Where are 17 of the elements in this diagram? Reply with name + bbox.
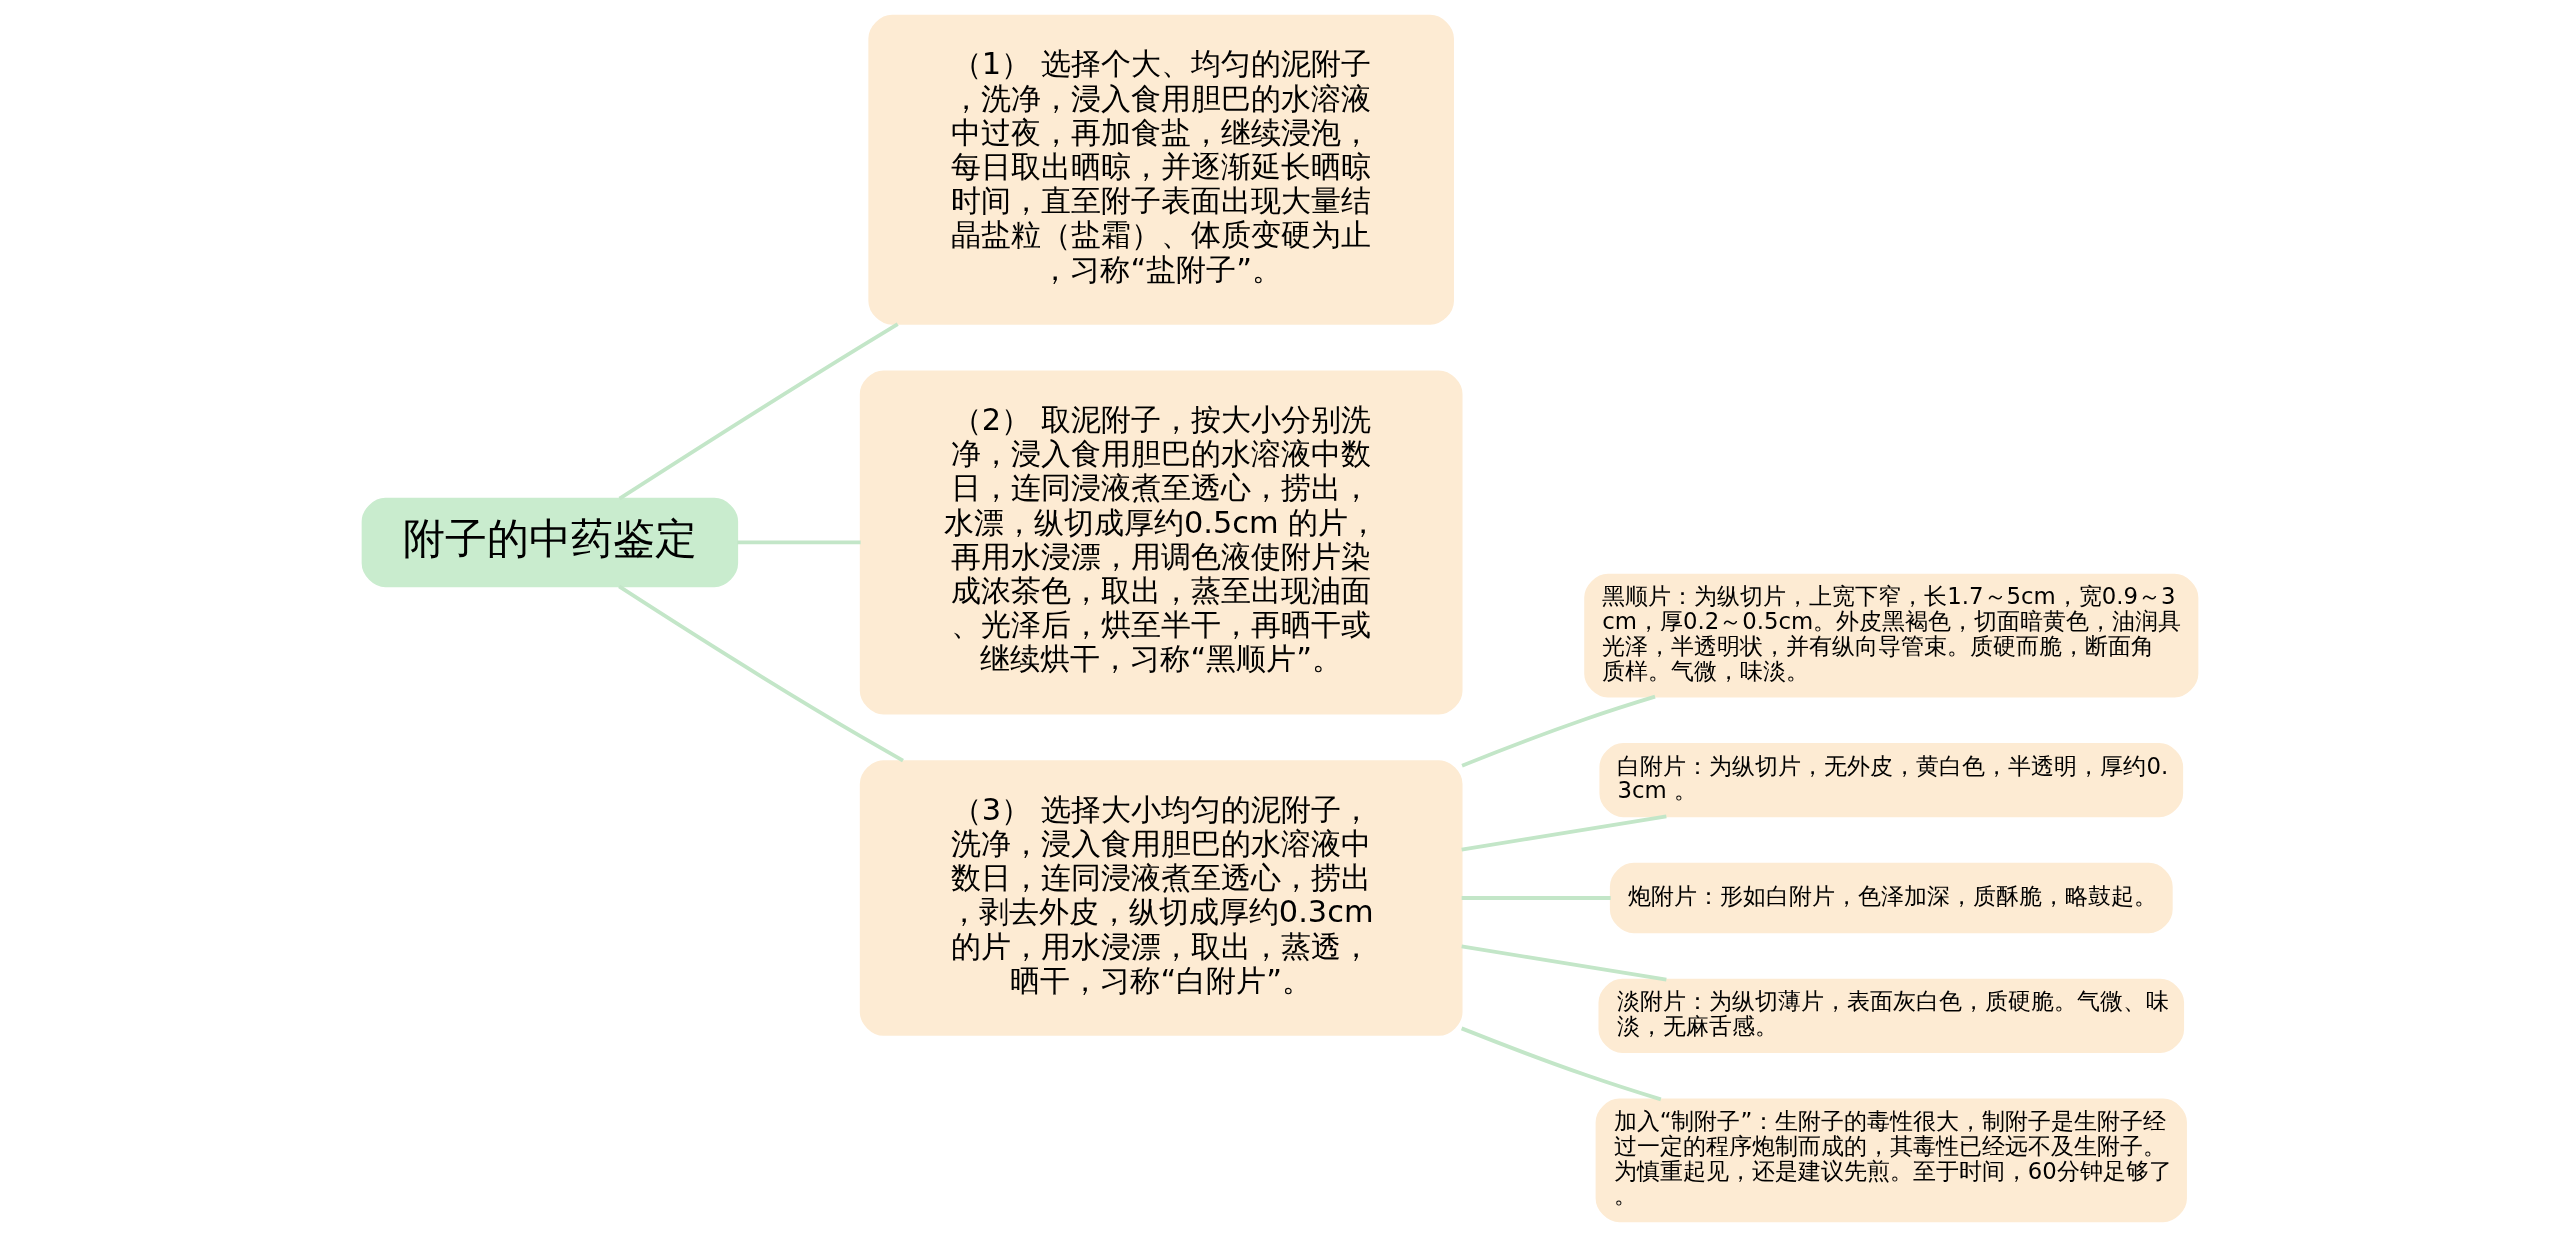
node-box: （1） 选择个大、均匀的泥附子，洗净，浸入食用胆巴的水溶液中过夜，再加食盐，继续浸泡，每日取出晒晾，并逐渐延长晒晾时间，直至附子表面出现大量结晶盐粒（盐霜）、体质变硬为止，习称“盐附子”。 xyxy=(868,14,1454,325)
node-box: 炮附片：形如白附片，色泽加深，质酥脆，略鼓起。 xyxy=(1609,862,2173,934)
node-box: （3） 选择大小均匀的泥附子，洗净，浸入食用胆巴的水溶液中数日，连同浸液煮至透心，捞出，剥去外皮，纵切成厚约0.3cm 的片，用水浸漂，取出，蒸透，晒干，习称“白附片”。 xyxy=(859,760,1463,1036)
node-box: 白附片：为纵切片，无外皮，黄白色，半透明，厚约0.3cm 。 xyxy=(1599,743,2184,818)
connector xyxy=(1460,1026,1662,1102)
connector xyxy=(737,540,861,545)
connector xyxy=(1461,814,1667,852)
connector xyxy=(1461,944,1667,982)
node-box: 附子的中药鉴定 xyxy=(361,497,739,588)
node-box: 淡附片：为纵切薄片，表面灰白色，质硬脆。气微、味淡，无麻舌感。 xyxy=(1598,978,2185,1053)
connector xyxy=(618,322,899,501)
node-box: 加入“制附子”：生附子的毒性很大，制附子是生附子经过一定的程序炮制而成的，其毒性已经远不及生附子。为慎重起见，还是建议先煎。至于时间，60分钟足够了。 xyxy=(1595,1098,2187,1223)
node-box: 黑顺片：为纵切片，上宽下窄，长1.7～5cm，宽0.9～3cm，厚0.2～0.5cm。外皮黑褐色，切面暗黄色，油润具光泽，半透明状，并有纵向导管束。质硬而脆，断面角质样。气微，味淡。 xyxy=(1584,573,2199,698)
connector xyxy=(618,584,904,763)
connector xyxy=(1461,694,1656,768)
node-box: （2） 取泥附子，按大小分别洗净，浸入食用胆巴的水溶液中数日，连同浸液煮至透心，捞出，水漂，纵切成厚约0.5cm 的片，再用水浸漂，用调色液使附片染成浓茶色，取出，蒸至出现油面、光泽后，烘至半干，再晒干或继续烘干，习称“黑顺片”。 xyxy=(859,370,1463,715)
connector xyxy=(1461,896,1611,900)
